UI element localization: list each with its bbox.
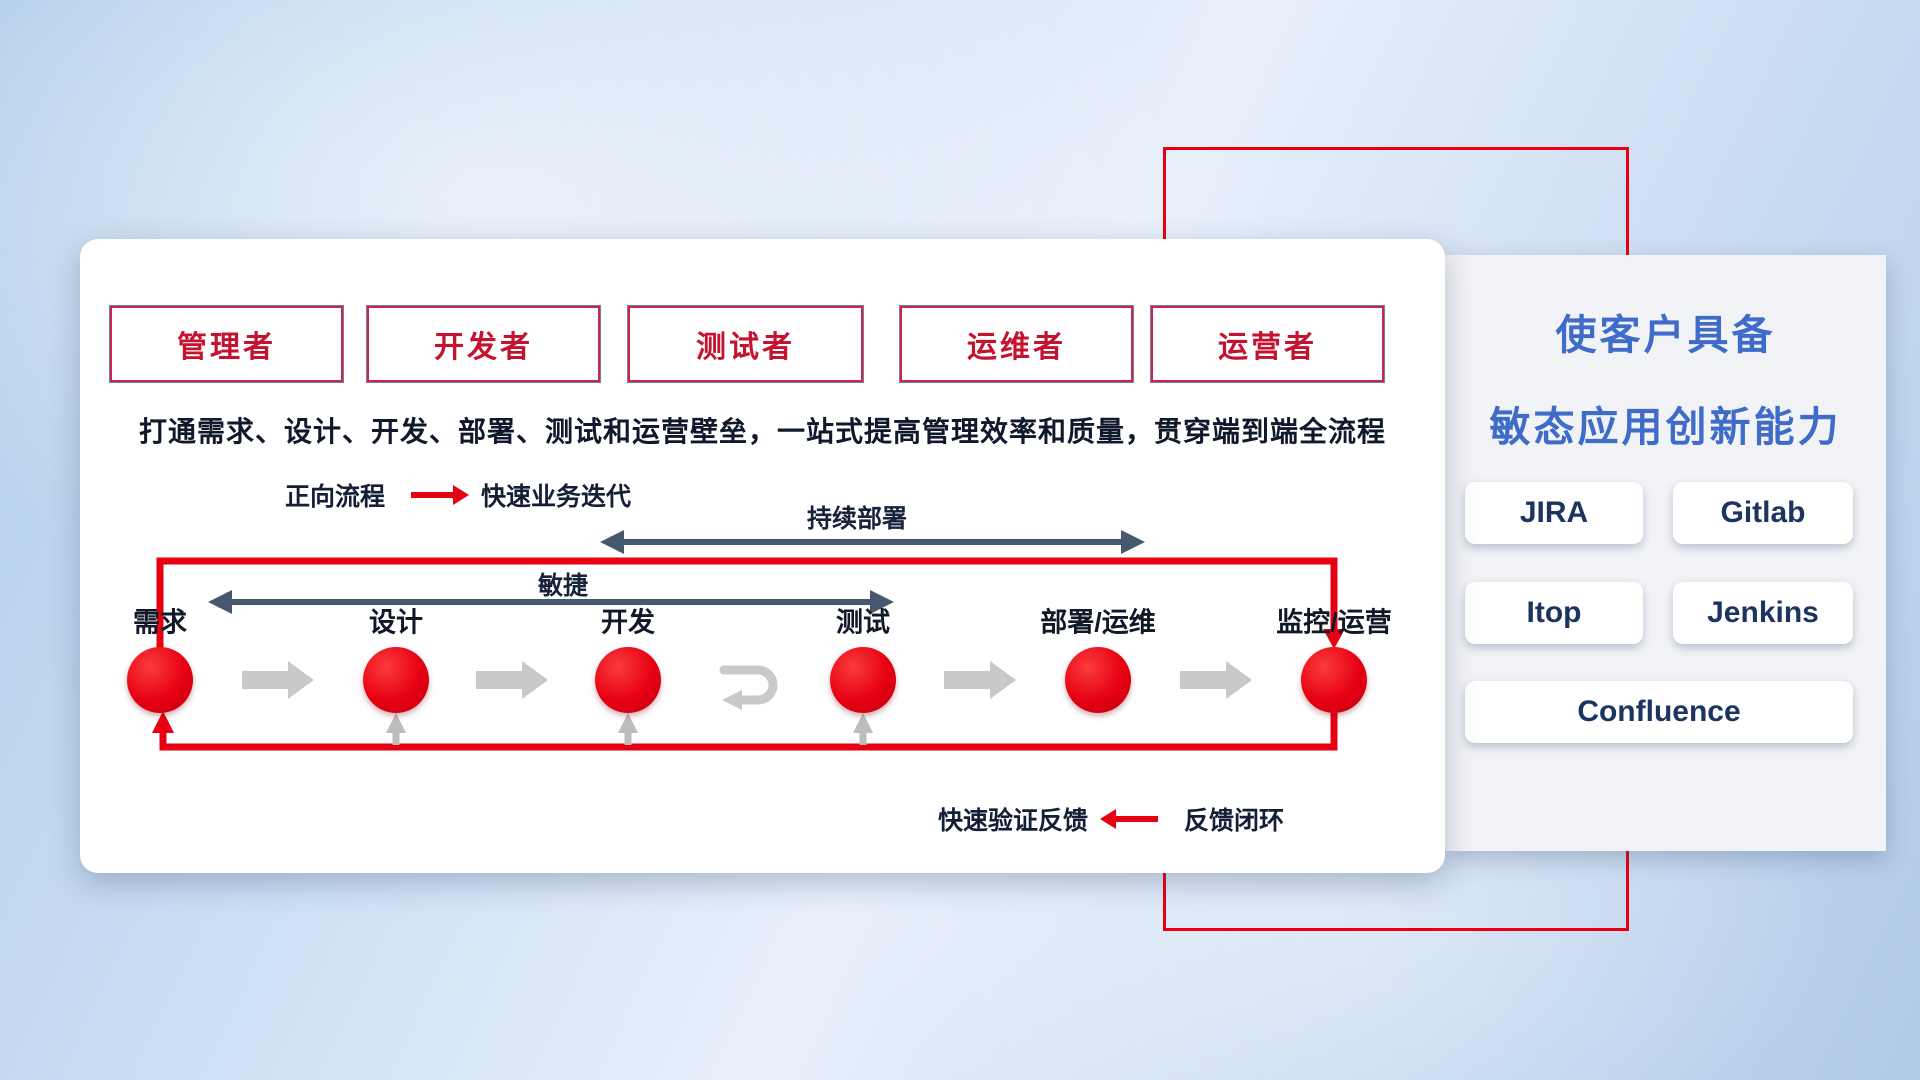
iteration-loop-icon xyxy=(719,665,778,710)
flow-description: 打通需求、设计、开发、部署、测试和运营壁垒，一站式提高管理效率和质量，贯穿端到端… xyxy=(138,416,1386,447)
node-label-develop: 开发 xyxy=(601,607,655,638)
forward-arrow-icon xyxy=(411,492,456,498)
node-label-design: 设计 xyxy=(369,607,423,638)
legend-forward-flow: 正向流程 快速业务迭代 xyxy=(285,477,631,513)
node-circle-requirements xyxy=(127,647,193,713)
tool-badge-gitlab: Gitlab xyxy=(1673,482,1853,544)
node-circle-design xyxy=(363,647,429,713)
node-label-monitor: 监控/运营 xyxy=(1276,607,1392,638)
node-label-deploy-ops: 部署/运维 xyxy=(1040,607,1156,638)
node-circle-deploy-ops xyxy=(1065,647,1131,713)
node-circle-test xyxy=(830,647,896,713)
feedback-up-arrows xyxy=(386,713,873,745)
node-label-requirements: 需求 xyxy=(133,607,187,638)
capability-title-line1: 使客户具备 xyxy=(1555,312,1776,358)
tool-badge-confluence: Confluence xyxy=(1465,681,1853,743)
role-box-ops: 运维者 xyxy=(900,306,1133,382)
agile-label: 敏捷 xyxy=(537,572,589,600)
tool-badge-jira: JIRA xyxy=(1465,482,1643,544)
devops-flow-panel: 管理者 开发者 测试者 运维者 运营者 打通需求、设计、开发、部署、测试和运营壁… xyxy=(80,239,1445,873)
legend-forward-label: 正向流程 xyxy=(285,483,386,511)
capability-panel: 使客户具备 敏态应用创新能力 JIRA Gitlab Itop Jenkins … xyxy=(1445,255,1886,851)
feedback-loop-line xyxy=(152,711,1338,751)
continuous-deploy-label: 持续部署 xyxy=(806,505,908,533)
legend-feedback-loop: 快速验证反馈 反馈闭环 xyxy=(938,801,1284,837)
role-box-manager: 管理者 xyxy=(110,306,343,382)
capability-title-line2: 敏态应用创新能力 xyxy=(1489,404,1842,450)
legend-feedback-value: 反馈闭环 xyxy=(1184,807,1285,835)
role-box-operator: 运营者 xyxy=(1151,306,1384,382)
node-label-test: 测试 xyxy=(836,607,890,638)
feedback-arrow-icon xyxy=(1114,816,1159,822)
node-circle-develop xyxy=(595,647,661,713)
legend-feedback-label: 快速验证反馈 xyxy=(938,807,1089,835)
tool-badge-itop: Itop xyxy=(1465,582,1643,644)
role-box-tester: 测试者 xyxy=(628,306,863,382)
node-circle-monitor xyxy=(1301,647,1367,713)
forward-loop-line xyxy=(156,557,1345,653)
role-box-developer: 开发者 xyxy=(367,306,600,382)
tool-badge-jenkins: Jenkins xyxy=(1673,582,1853,644)
legend-forward-value: 快速业务迭代 xyxy=(481,483,632,511)
